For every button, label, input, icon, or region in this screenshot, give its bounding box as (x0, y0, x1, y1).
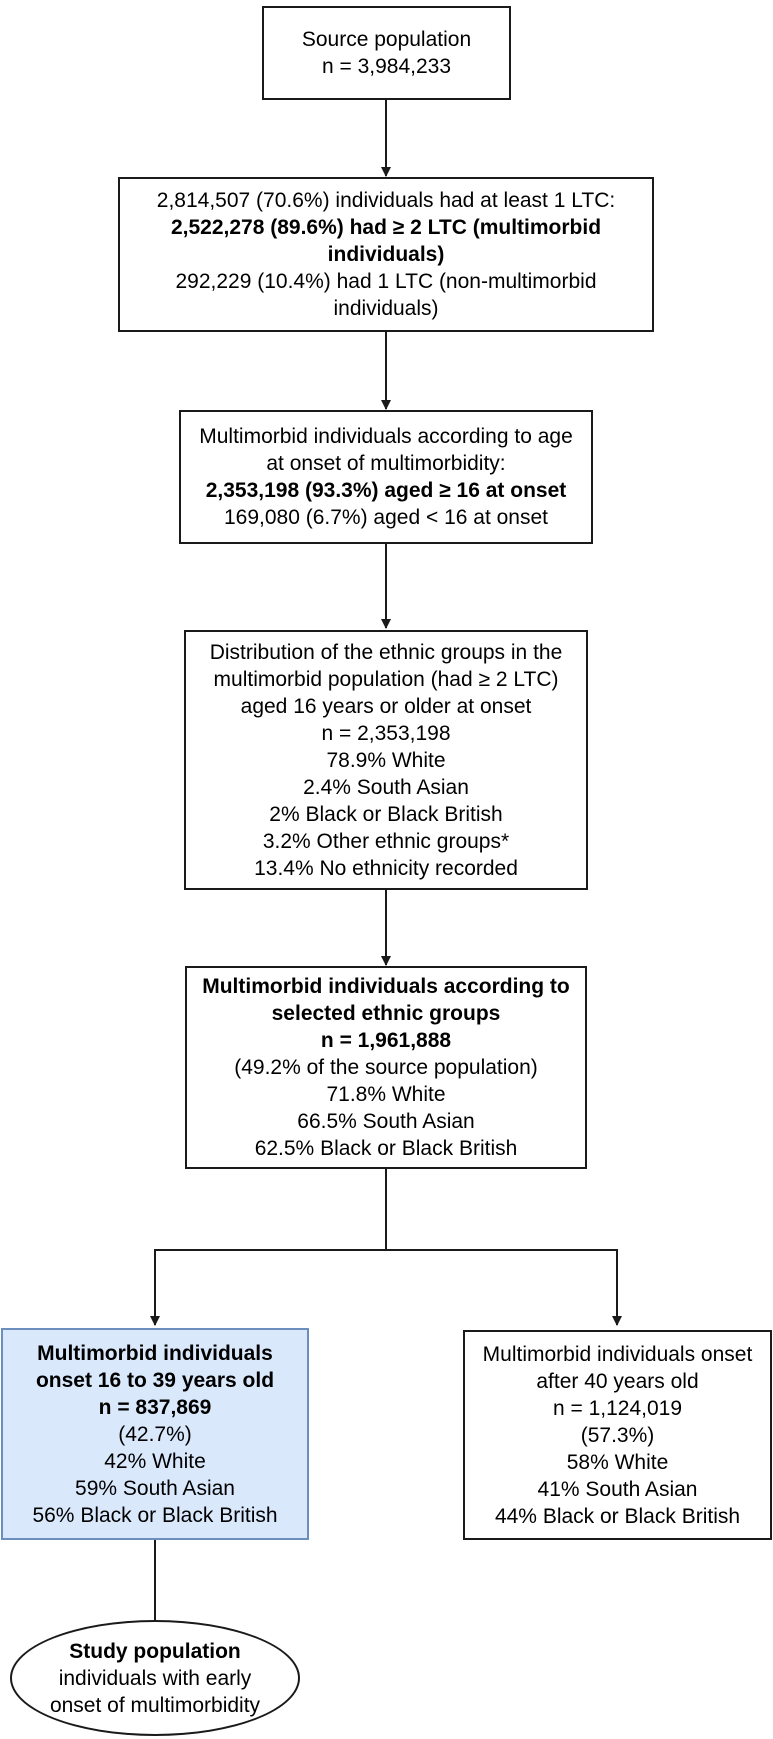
age-onset-line-1: 2,353,198 (93.3%) aged ≥ 16 at onset (205, 479, 567, 502)
split-connector (150, 1169, 387, 1326)
early-onset-line-2: (42.7%) (118, 1422, 192, 1446)
selected-ethnic-line-5: 62.5% Black or Black British (254, 1137, 518, 1160)
ltc-box: 2,814,507 (70.6%) individuals had at lea… (118, 177, 654, 332)
ethnic-distribution-line-3: 2.4% South Asian (303, 775, 469, 799)
late-onset-line-0: Multimorbid individuals onset after 40 y… (482, 1342, 753, 1393)
selected-ethnic-line-4: 66.5% South Asian (297, 1110, 475, 1133)
late-onset-line-5: 44% Black or Black British (494, 1504, 741, 1528)
selected-ethnic-groups-box: Multimorbid individuals according to sel… (185, 966, 587, 1169)
ethnic-distribution-line-2: 78.9% White (326, 748, 446, 772)
selected-ethnic-line-1: n = 1,961,888 (320, 1029, 452, 1052)
ethnic-distribution-line-1: n = 2,353,198 (321, 721, 451, 745)
ethnic-distribution-line-6: 13.4% No ethnicity recorded (254, 856, 518, 880)
split-connector-right (386, 1249, 622, 1326)
study-population-line-1: individuals with early onset of multimor… (49, 1666, 261, 1717)
source-population-box: Source population n = 3,984,233 (262, 6, 511, 100)
age-onset-box: Multimorbid individuals according to age… (179, 410, 593, 544)
ethnic-distribution-line-5: 3.2% Other ethnic groups* (262, 829, 510, 853)
study-population-ellipse: Study population individuals with early o… (10, 1620, 300, 1736)
late-onset-line-1: n = 1,124,019 (552, 1396, 683, 1420)
ltc-line-1: 2,522,278 (89.6%) had ≥ 2 LTC (multimorb… (170, 216, 602, 266)
ethnic-distribution-line-0: Distribution of the ethnic groups in the… (209, 640, 563, 718)
late-onset-line-4: 41% South Asian (537, 1477, 698, 1501)
age-onset-line-0: Multimorbid individuals according to age… (199, 425, 573, 475)
source-line-0: Source population (301, 28, 472, 51)
ethnic-distribution-line-4: 2% Black or Black British (269, 802, 503, 826)
early-onset-line-0: Multimorbid individuals onset 16 to 39 y… (35, 1341, 275, 1392)
early-onset-line-3: 42% White (104, 1449, 206, 1473)
late-onset-line-3: 58% White (566, 1450, 669, 1474)
age-onset-line-2: 169,080 (6.7%) aged < 16 at onset (224, 506, 548, 529)
late-onset-box: Multimorbid individuals onset after 40 y… (463, 1330, 772, 1540)
early-onset-line-5: 56% Black or Black British (32, 1503, 278, 1527)
selected-ethnic-line-0: Multimorbid individuals according to sel… (202, 975, 570, 1025)
ltc-line-0: 2,814,507 (70.6%) individuals had at lea… (156, 189, 616, 212)
early-onset-line-4: 59% South Asian (75, 1476, 235, 1500)
late-onset-line-2: (57.3%) (580, 1423, 655, 1447)
ltc-line-2: 292,229 (10.4%) had 1 LTC (non-multimorb… (175, 270, 597, 320)
selected-ethnic-line-3: 71.8% White (326, 1083, 446, 1106)
selected-ethnic-line-2: (49.2% of the source population) (234, 1056, 538, 1079)
study-population-line-0: Study population (69, 1639, 241, 1663)
early-onset-line-1: n = 837,869 (98, 1395, 212, 1419)
early-onset-box: Multimorbid individuals onset 16 to 39 y… (1, 1328, 309, 1540)
ethnic-distribution-box: Distribution of the ethnic groups in the… (184, 630, 588, 890)
source-line-1: n = 3,984,233 (321, 55, 452, 78)
